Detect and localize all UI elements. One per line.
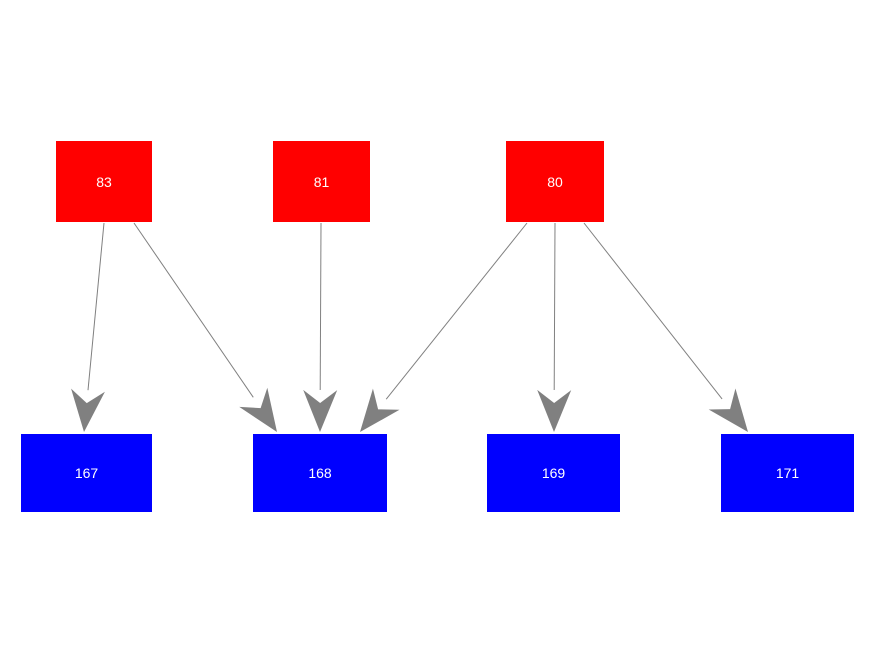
edge-line: [583, 222, 723, 400]
arrowhead-icon: [537, 389, 572, 432]
edge-line: [385, 222, 528, 400]
node-label: 171: [775, 465, 800, 481]
node-label: 81: [313, 173, 330, 190]
edge-line: [87, 222, 105, 391]
arrowhead-icon: [71, 388, 105, 432]
node-81[interactable]: 81: [273, 141, 370, 222]
node-label: 167: [74, 465, 99, 481]
node-169[interactable]: 169: [487, 434, 620, 512]
arrowhead-icon: [360, 388, 400, 432]
node-label: 83: [96, 173, 112, 190]
node-label: 169: [541, 465, 566, 481]
node-168[interactable]: 168: [253, 434, 387, 512]
node-80[interactable]: 80: [506, 141, 604, 222]
node-167[interactable]: 167: [21, 434, 152, 512]
node-label: 80: [547, 173, 563, 190]
edge-line: [133, 222, 254, 398]
node-171[interactable]: 171: [721, 434, 854, 512]
edge-line: [553, 222, 556, 391]
node-83[interactable]: 83: [56, 141, 152, 222]
edge-line: [319, 222, 322, 391]
node-label: 168: [308, 465, 332, 481]
arrowhead-icon: [708, 388, 748, 432]
arrowhead-icon: [303, 389, 338, 432]
arrowhead-icon: [239, 387, 277, 432]
